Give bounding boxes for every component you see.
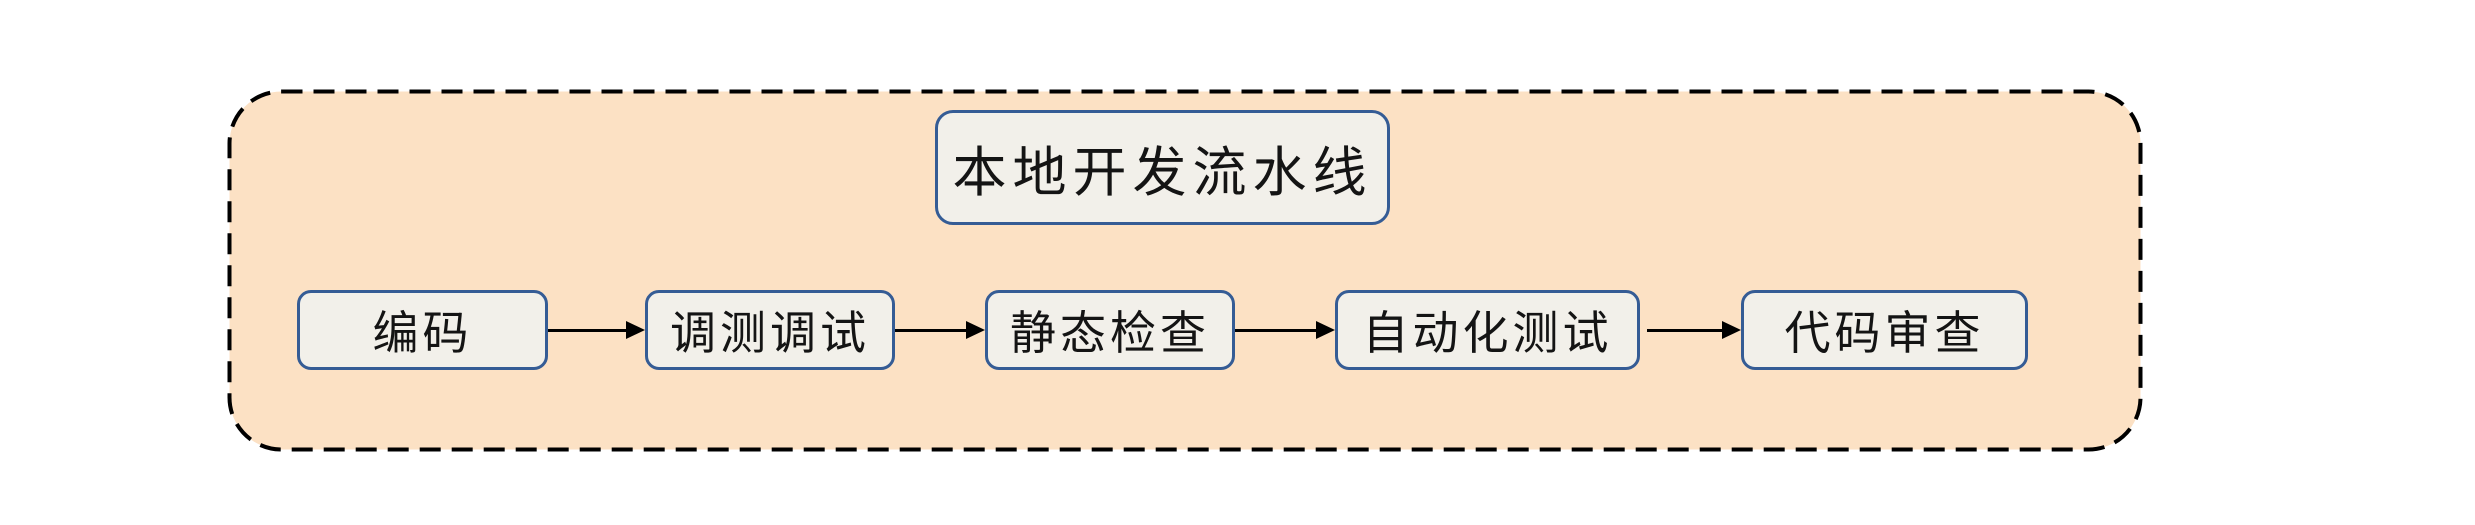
- pipeline-title: 本地开发流水线: [952, 143, 1373, 203]
- flow-node-static-check: 静态检查: [985, 290, 1235, 370]
- flow-node-label: 调测调试: [670, 308, 870, 359]
- flow-node-debugging: 调测调试: [645, 290, 895, 370]
- flow-arrow-static-check-to-auto-test: [1235, 321, 1335, 339]
- pipeline-container: 本地开发流水线 编码 调测调试 静态检查 自动化测试 代码审查: [227, 89, 2143, 452]
- flow-arrow-coding-to-debugging: [548, 321, 645, 339]
- flow-node-auto-test: 自动化测试: [1335, 290, 1640, 370]
- flow-arrow-auto-test-to-code-review: [1647, 321, 1741, 339]
- pipeline-title-box: 本地开发流水线: [935, 110, 1390, 225]
- flow-node-label: 静态检查: [1010, 308, 1210, 359]
- flow-node-label: 代码审查: [1784, 308, 1985, 359]
- flow-node-coding: 编码: [297, 290, 548, 370]
- flow-node-label: 自动化测试: [1362, 308, 1613, 359]
- flow-node-label: 编码: [372, 308, 473, 359]
- flow-node-code-review: 代码审查: [1741, 290, 2028, 370]
- flow-arrow-debugging-to-static-check: [895, 321, 985, 339]
